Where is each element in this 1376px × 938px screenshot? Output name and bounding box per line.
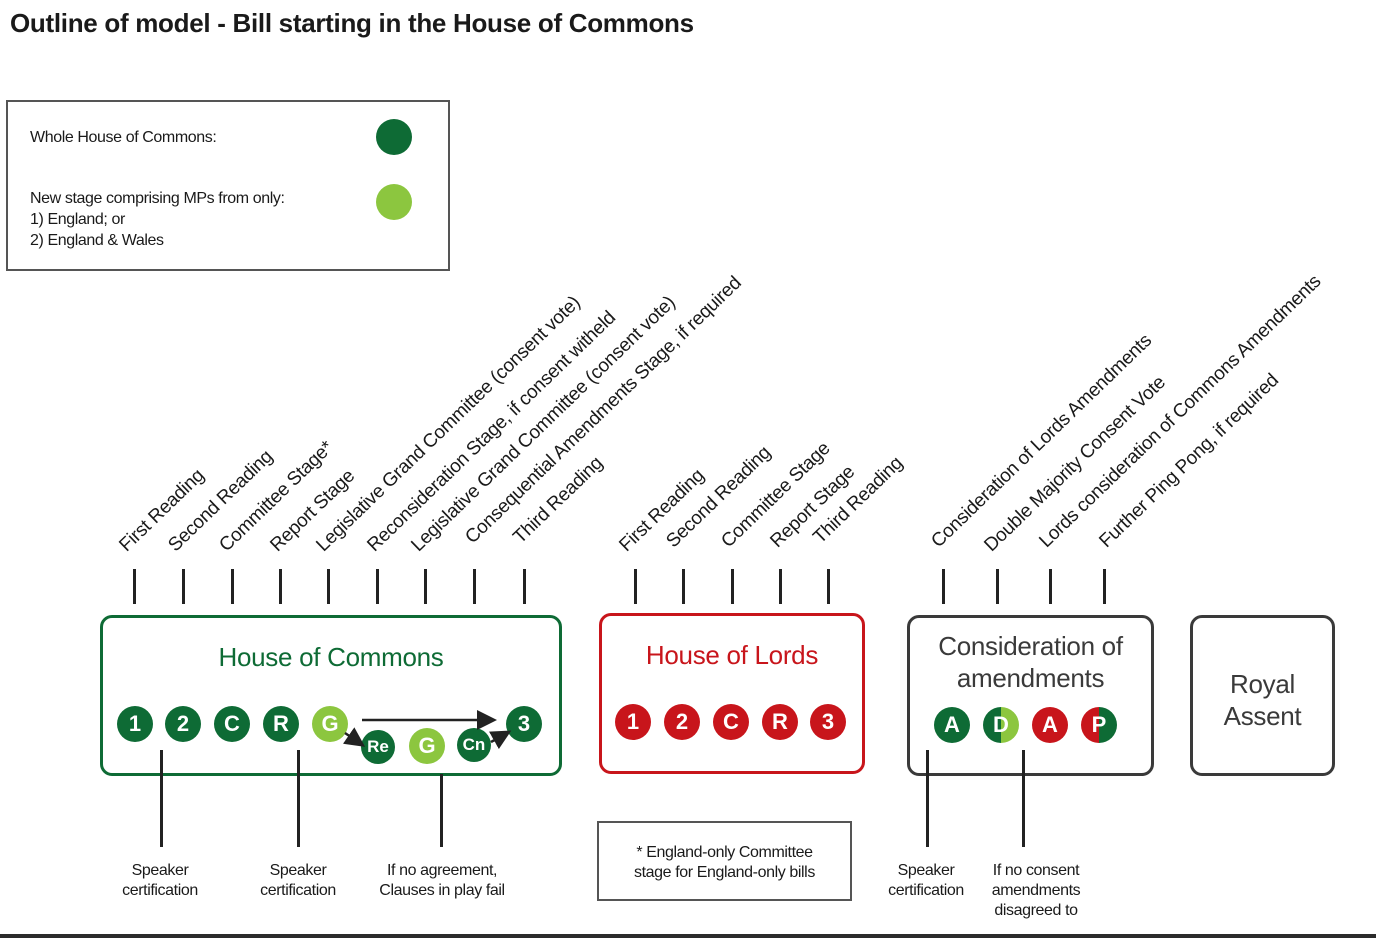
- stage-tick: [1103, 569, 1106, 604]
- commons-stage-circle: R: [263, 706, 299, 742]
- flow-arrow-to-reconsideration: [342, 727, 366, 747]
- diagram-title: Outline of model - Bill starting in the …: [10, 8, 694, 38]
- no-agreement-note: If no agreement, Clauses in play fail: [379, 862, 505, 899]
- commons-box: House of Commons: [100, 615, 562, 776]
- commons-stage-circle: 3: [506, 706, 542, 742]
- amend-stage-circle: A: [934, 707, 970, 743]
- annotation-line: [440, 774, 443, 847]
- lords-stage-circle: 2: [664, 704, 700, 740]
- footnote-box: * England-only Committee stage for Engla…: [597, 821, 852, 901]
- annotation-line: [160, 750, 163, 847]
- stage-tick: [942, 569, 945, 604]
- stage-tick: [424, 569, 427, 604]
- legend-box: Whole House of Commons: New stage compri…: [6, 100, 450, 271]
- lords-stage-circle: 1: [615, 704, 651, 740]
- amend-stage-circle: A: [1032, 707, 1068, 743]
- annotation-line: [926, 750, 929, 847]
- commons-stage-circle: 1: [117, 706, 153, 742]
- amend-stage-circle: D: [983, 707, 1019, 743]
- speaker-certification-note: Speaker certification: [260, 862, 336, 899]
- lords-stage-circle: C: [713, 704, 749, 740]
- stage-tick: [827, 569, 830, 604]
- stage-tick: [634, 569, 637, 604]
- amend-stage-circle: P: [1081, 707, 1117, 743]
- annotation-line: [297, 750, 300, 847]
- stage-tick: [1049, 569, 1052, 604]
- stage-tick: [279, 569, 282, 604]
- lords-box: House of Lords: [599, 613, 865, 774]
- royal-assent-box: Royal Assent: [1190, 615, 1335, 776]
- commons-stage-circle: G: [312, 706, 348, 742]
- stage-tick: [133, 569, 136, 604]
- commons-stage-circle: C: [214, 706, 250, 742]
- stage-tick: [523, 569, 526, 604]
- commons-stage-circle: 2: [165, 706, 201, 742]
- annotation-line: [1022, 750, 1025, 847]
- legend-light-green-dot-icon: [376, 184, 412, 220]
- lords-stage-circle: 3: [810, 704, 846, 740]
- commons-stage-circle: Cn: [457, 728, 491, 762]
- stage-tick: [996, 569, 999, 604]
- lords-box-title: House of Lords: [645, 640, 819, 670]
- stage-tick: [327, 569, 330, 604]
- stage-tick: [376, 569, 379, 604]
- no-consent-note: If no consent amendments disagreed to: [991, 862, 1081, 919]
- stage-tick: [779, 569, 782, 604]
- commons-stage-circle: G: [409, 728, 445, 764]
- lords-stage-circle: R: [762, 704, 798, 740]
- stage-tick: [731, 569, 734, 604]
- amendments-box-title: Consideration of amendments: [938, 631, 1123, 693]
- legend-new-stage-label: New stage comprising MPs from only: 1) E…: [30, 190, 285, 249]
- flow-arrow-to-third-reading: [489, 730, 512, 750]
- legend-whole-house-label: Whole House of Commons:: [30, 129, 217, 146]
- speaker-certification-note: Speaker certification: [888, 862, 964, 899]
- bottom-edge-bar: [0, 934, 1376, 938]
- speaker-certification-note: Speaker certification: [122, 862, 198, 899]
- commons-stage-circle: Re: [361, 730, 395, 764]
- stage-tick: [473, 569, 476, 604]
- stage-tick: [682, 569, 685, 604]
- legend-dark-green-dot-icon: [376, 119, 412, 155]
- stage-tick: [182, 569, 185, 604]
- royal-assent-title: Royal Assent: [1223, 669, 1302, 731]
- amendments-box: Consideration of amendments: [907, 615, 1154, 776]
- commons-box-title: House of Commons: [218, 642, 444, 672]
- stage-tick: [231, 569, 234, 604]
